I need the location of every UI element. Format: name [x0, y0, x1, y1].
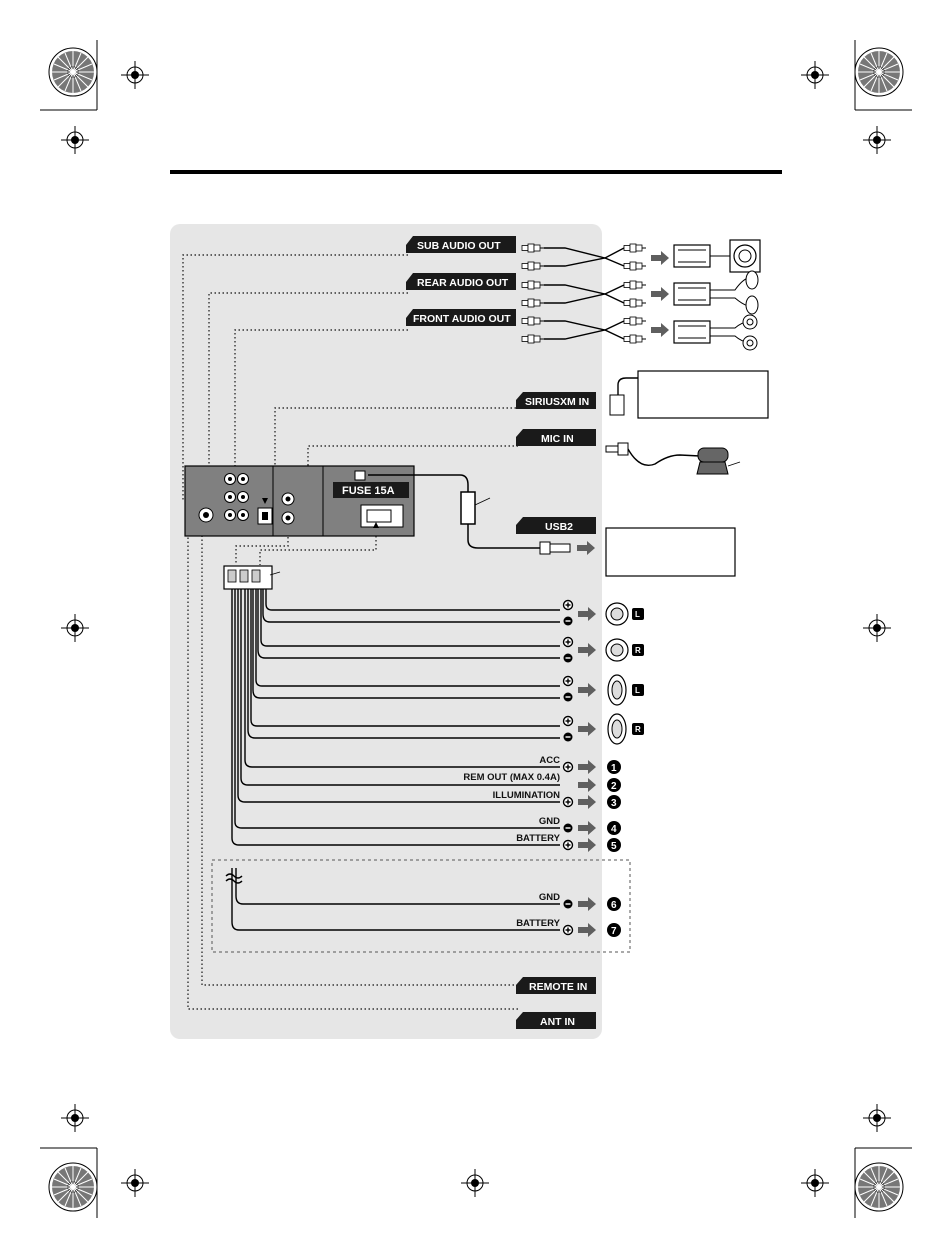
- registration-crosshair-icon: [61, 126, 89, 154]
- usb-device-box: [606, 528, 735, 576]
- registration-rosette-icon: [855, 48, 903, 96]
- microphone-icon: [606, 443, 740, 474]
- rear-out-arrow-icon: [651, 287, 669, 301]
- siriusxm-tuner-box: [638, 371, 768, 418]
- registration-crosshair-icon: [863, 1104, 891, 1132]
- number-badge: 1: [611, 763, 617, 774]
- wire-label-gnd: GND: [539, 816, 560, 827]
- registration-crosshair-icon: [863, 614, 891, 642]
- registration-crosshair-icon: [61, 1104, 89, 1132]
- speaker-side-label: R: [635, 725, 641, 734]
- mic-in-label: MIC IN: [541, 433, 574, 445]
- registration-crosshair-icon: [61, 614, 89, 642]
- number-badge: 4: [611, 824, 617, 835]
- front-speaker-pair-icon: [710, 315, 757, 350]
- sub-audio-out-label: SUB AUDIO OUT: [417, 240, 501, 252]
- number-badge: 5: [611, 841, 617, 852]
- speaker-side-label: R: [635, 646, 641, 655]
- siriusxm-connector-icon: [610, 378, 640, 415]
- power-connector-icon: [224, 566, 280, 589]
- registration-crosshair-icon: [121, 61, 149, 89]
- registration-rosette-icon: [49, 1163, 97, 1211]
- registration-crosshair-icon: [801, 1169, 829, 1197]
- usb2-label: USB2: [545, 521, 573, 533]
- rear-amplifier-icon: [674, 283, 710, 305]
- number-badge: 3: [611, 798, 617, 809]
- wire-label-battery-alt: BATTERY: [516, 918, 560, 929]
- front-out-arrow-icon: [651, 323, 669, 337]
- subwoofer-icon: [710, 240, 760, 272]
- front-audio-out-label: FRONT AUDIO OUT: [413, 313, 511, 325]
- registration-crosshair-icon: [121, 1169, 149, 1197]
- remote-in-label: REMOTE IN: [529, 981, 587, 993]
- front-amplifier-icon: [674, 321, 710, 343]
- wire-label-battery: BATTERY: [516, 833, 560, 844]
- header-rule: [170, 170, 782, 174]
- siriusxm-in-label: SIRIUSXM IN: [525, 396, 589, 408]
- number-badge: 7: [611, 926, 617, 937]
- wire-label-illumination: ILLUMINATION: [493, 790, 561, 801]
- registration-crosshair-icon: [863, 126, 891, 154]
- fuse-label: FUSE 15A: [342, 485, 395, 497]
- head-unit: [185, 466, 414, 536]
- wire-label-gnd-alt: GND: [539, 892, 560, 903]
- number-badge: 6: [611, 900, 617, 911]
- wire-label-rem-out: REM OUT (MAX 0.4A): [463, 772, 560, 783]
- registration-rosette-icon: [49, 48, 97, 96]
- rear-speaker-pair-icon: [710, 271, 758, 314]
- ant-in-label: ANT IN: [540, 1016, 575, 1028]
- sub-amplifier-icon: [674, 245, 710, 267]
- usb-plug-icon: [540, 542, 550, 554]
- speaker-side-label: L: [635, 686, 640, 695]
- registration-rosette-icon: [855, 1163, 903, 1211]
- registration-crosshair-icon: [461, 1169, 489, 1197]
- wire-label-acc: ACC: [539, 755, 560, 766]
- sub-out-arrow-icon: [651, 251, 669, 265]
- speaker-side-label: L: [635, 610, 640, 619]
- registration-crosshair-icon: [801, 61, 829, 89]
- number-badge: 2: [611, 781, 617, 792]
- rear-audio-out-label: REAR AUDIO OUT: [417, 277, 509, 289]
